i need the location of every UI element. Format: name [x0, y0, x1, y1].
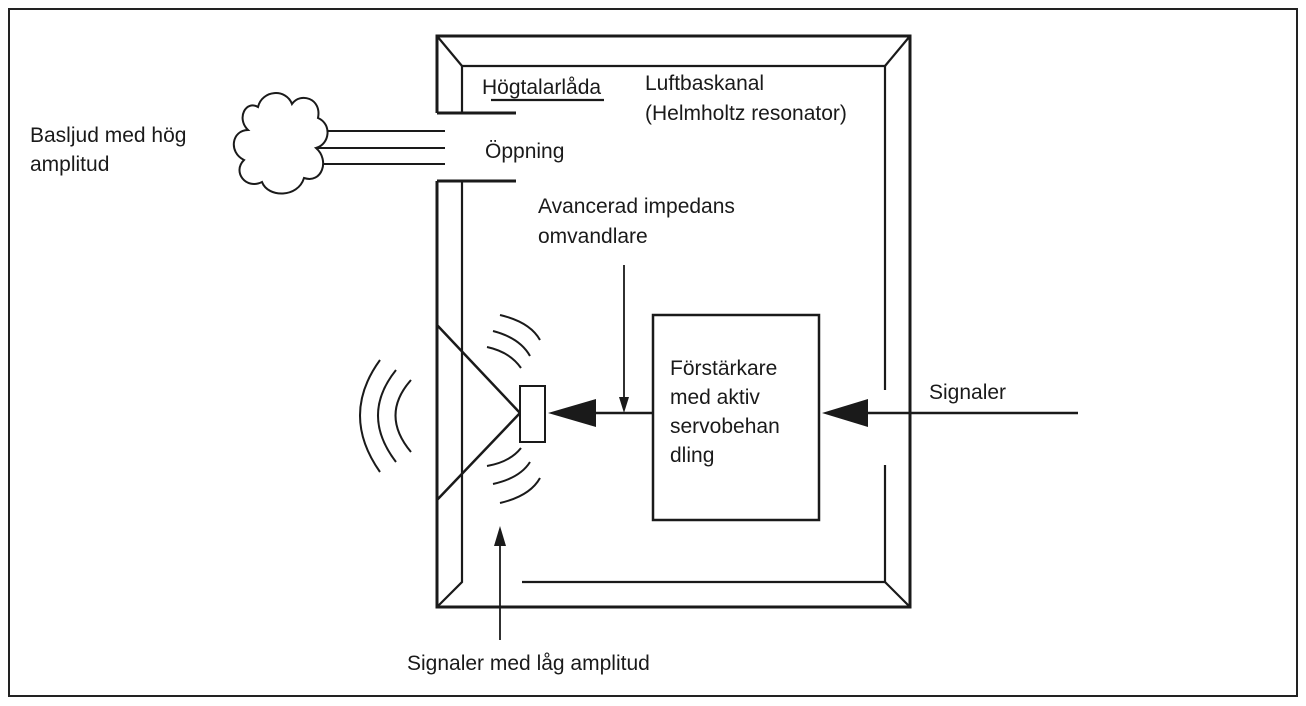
duct-label-line2: (Helmholtz resonator): [645, 102, 847, 125]
signals-label: Signaler: [929, 381, 1007, 404]
outer-frame: [8, 8, 1298, 697]
sound-wave-icon: [492, 461, 531, 485]
arrowhead-icon: [619, 397, 629, 413]
sound-wave-icon: [394, 379, 412, 453]
sound-wave-icon: [492, 330, 531, 357]
sound-wave-icon: [499, 477, 541, 504]
bevel-top-left: [436, 35, 463, 67]
duct-label-line1: Luftbaskanal: [645, 72, 765, 95]
enclosure-inner-top-wall: [460, 64, 887, 390]
bass-label-line1: Basljud med hög: [30, 124, 187, 147]
enclosure-inner-left-wall: [436, 181, 464, 608]
arrowhead-icon: [822, 399, 868, 427]
amplifier-label-line1: Förstärkare: [670, 357, 778, 380]
sound-wave-icon: [499, 314, 541, 341]
enclosure-outer-wall: [435, 34, 912, 609]
converter-label-line2: omvandlare: [538, 225, 648, 248]
voice-coil-magnet: [519, 385, 546, 443]
bass-cloud-icon: [233, 92, 329, 195]
amplifier-label-line4: dling: [670, 444, 715, 467]
bevel-bottom-right: [884, 581, 911, 608]
arrowhead-icon: [494, 526, 506, 546]
amplifier-label-line2: med aktiv: [670, 386, 760, 409]
arrowhead-icon: [548, 399, 596, 427]
converter-label-line1: Avancerad impedans: [538, 195, 735, 218]
bevel-top-right: [884, 35, 911, 67]
speaker-cone-lower: [436, 412, 521, 501]
sound-wave-icon: [486, 346, 522, 369]
amplifier-box: [651, 313, 821, 522]
low-signals-label: Signaler med låg amplitud: [407, 652, 650, 675]
speaker-cone-upper: [436, 324, 521, 414]
sound-wave-icon: [377, 369, 397, 463]
sound-wave-icon: [359, 359, 381, 473]
sound-wave-icon: [486, 447, 522, 467]
bass-label-line2: amplitud: [30, 153, 110, 176]
amplifier-label-line3: servobehan: [670, 415, 780, 438]
opening-label: Öppning: [485, 140, 565, 163]
speaker-box-label: Högtalarlåda: [482, 76, 602, 99]
